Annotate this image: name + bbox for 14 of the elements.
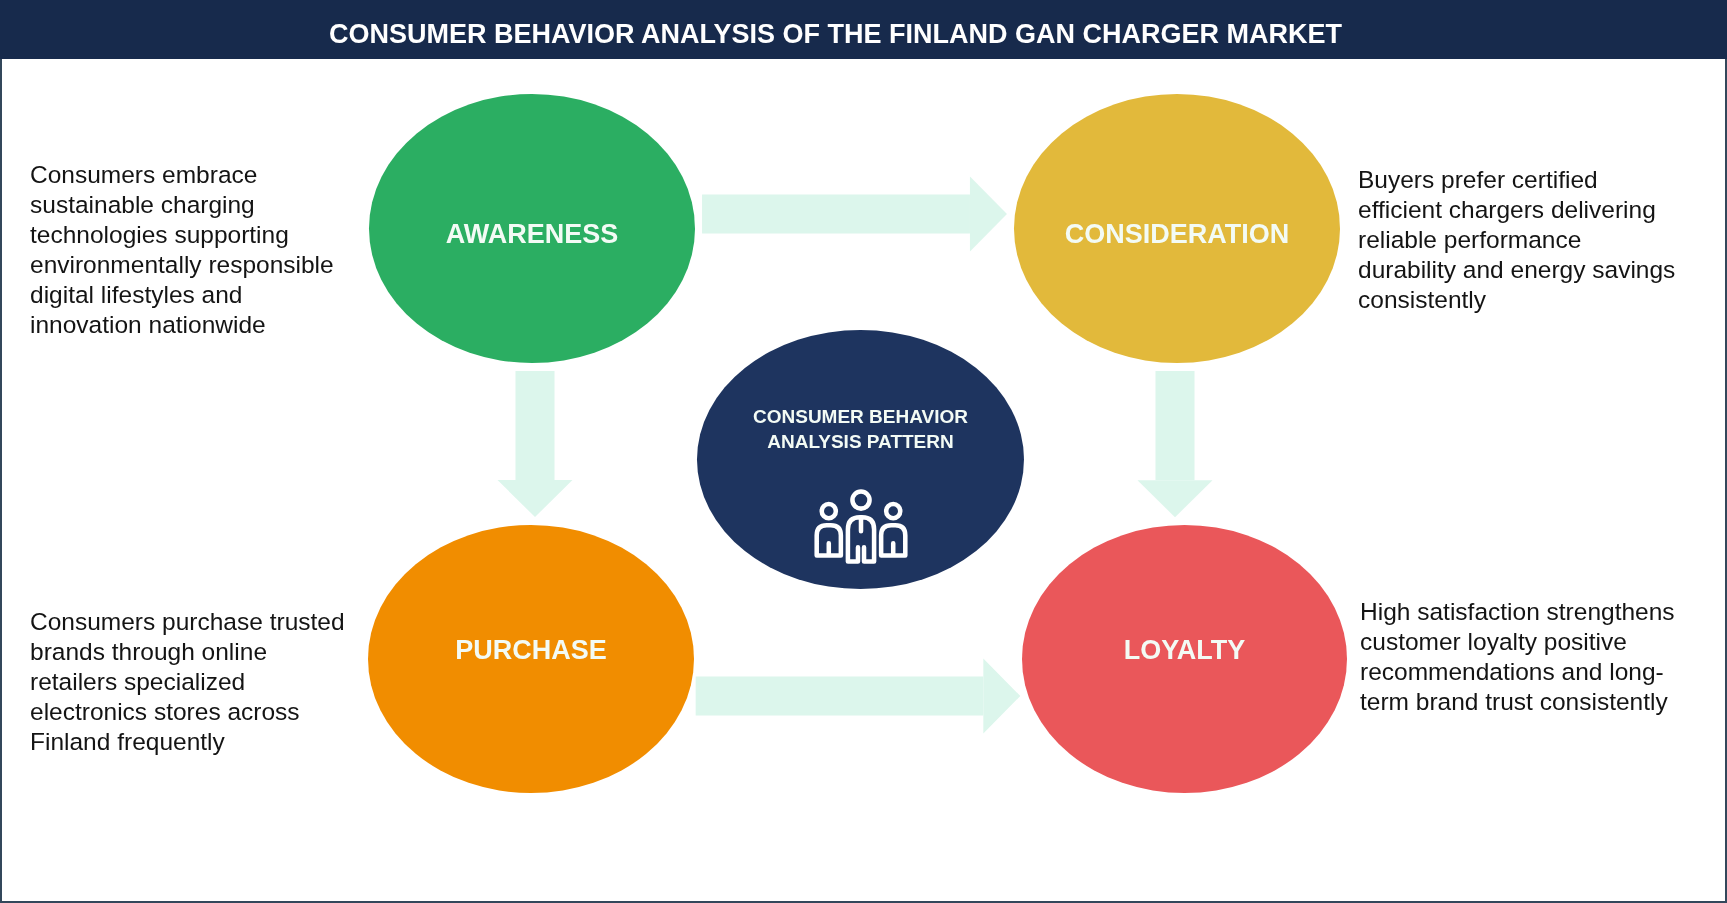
- arrow: [695, 658, 1021, 734]
- stage-label: CONSUMER BEHAVIOR ANALYSIS PATTERN: [752, 405, 969, 454]
- stage-label: LOYALTY: [1123, 634, 1246, 666]
- description-text: High satisfaction strengthens customer loyalty positive recommendations and long-term brand trust consistently: [1360, 597, 1676, 717]
- arrow: [1137, 371, 1213, 518]
- description-text: Buyers prefer certified efficient chargers delivering reliable performance durability and energy savings consistently: [1358, 165, 1677, 315]
- description-text: Consumers embrace sustainable charging technologies supporting environmentally responsible digital lifestyles and innovation nationwide: [30, 160, 335, 340]
- stage-label: PURCHASE: [455, 634, 607, 666]
- arrow: [702, 176, 1007, 252]
- description-text: Consumers purchase trusted brands through online retailers specialized electronics stores across Finland frequently: [30, 607, 346, 757]
- diagram-title: CONSUMER BEHAVIOR ANALYSIS OF THE FINLAND GAN CHARGER MARKET: [329, 18, 1342, 51]
- stage-label: CONSIDERATION: [1064, 217, 1290, 250]
- stage-label: AWARENESS: [445, 217, 619, 250]
- arrow: [497, 371, 573, 518]
